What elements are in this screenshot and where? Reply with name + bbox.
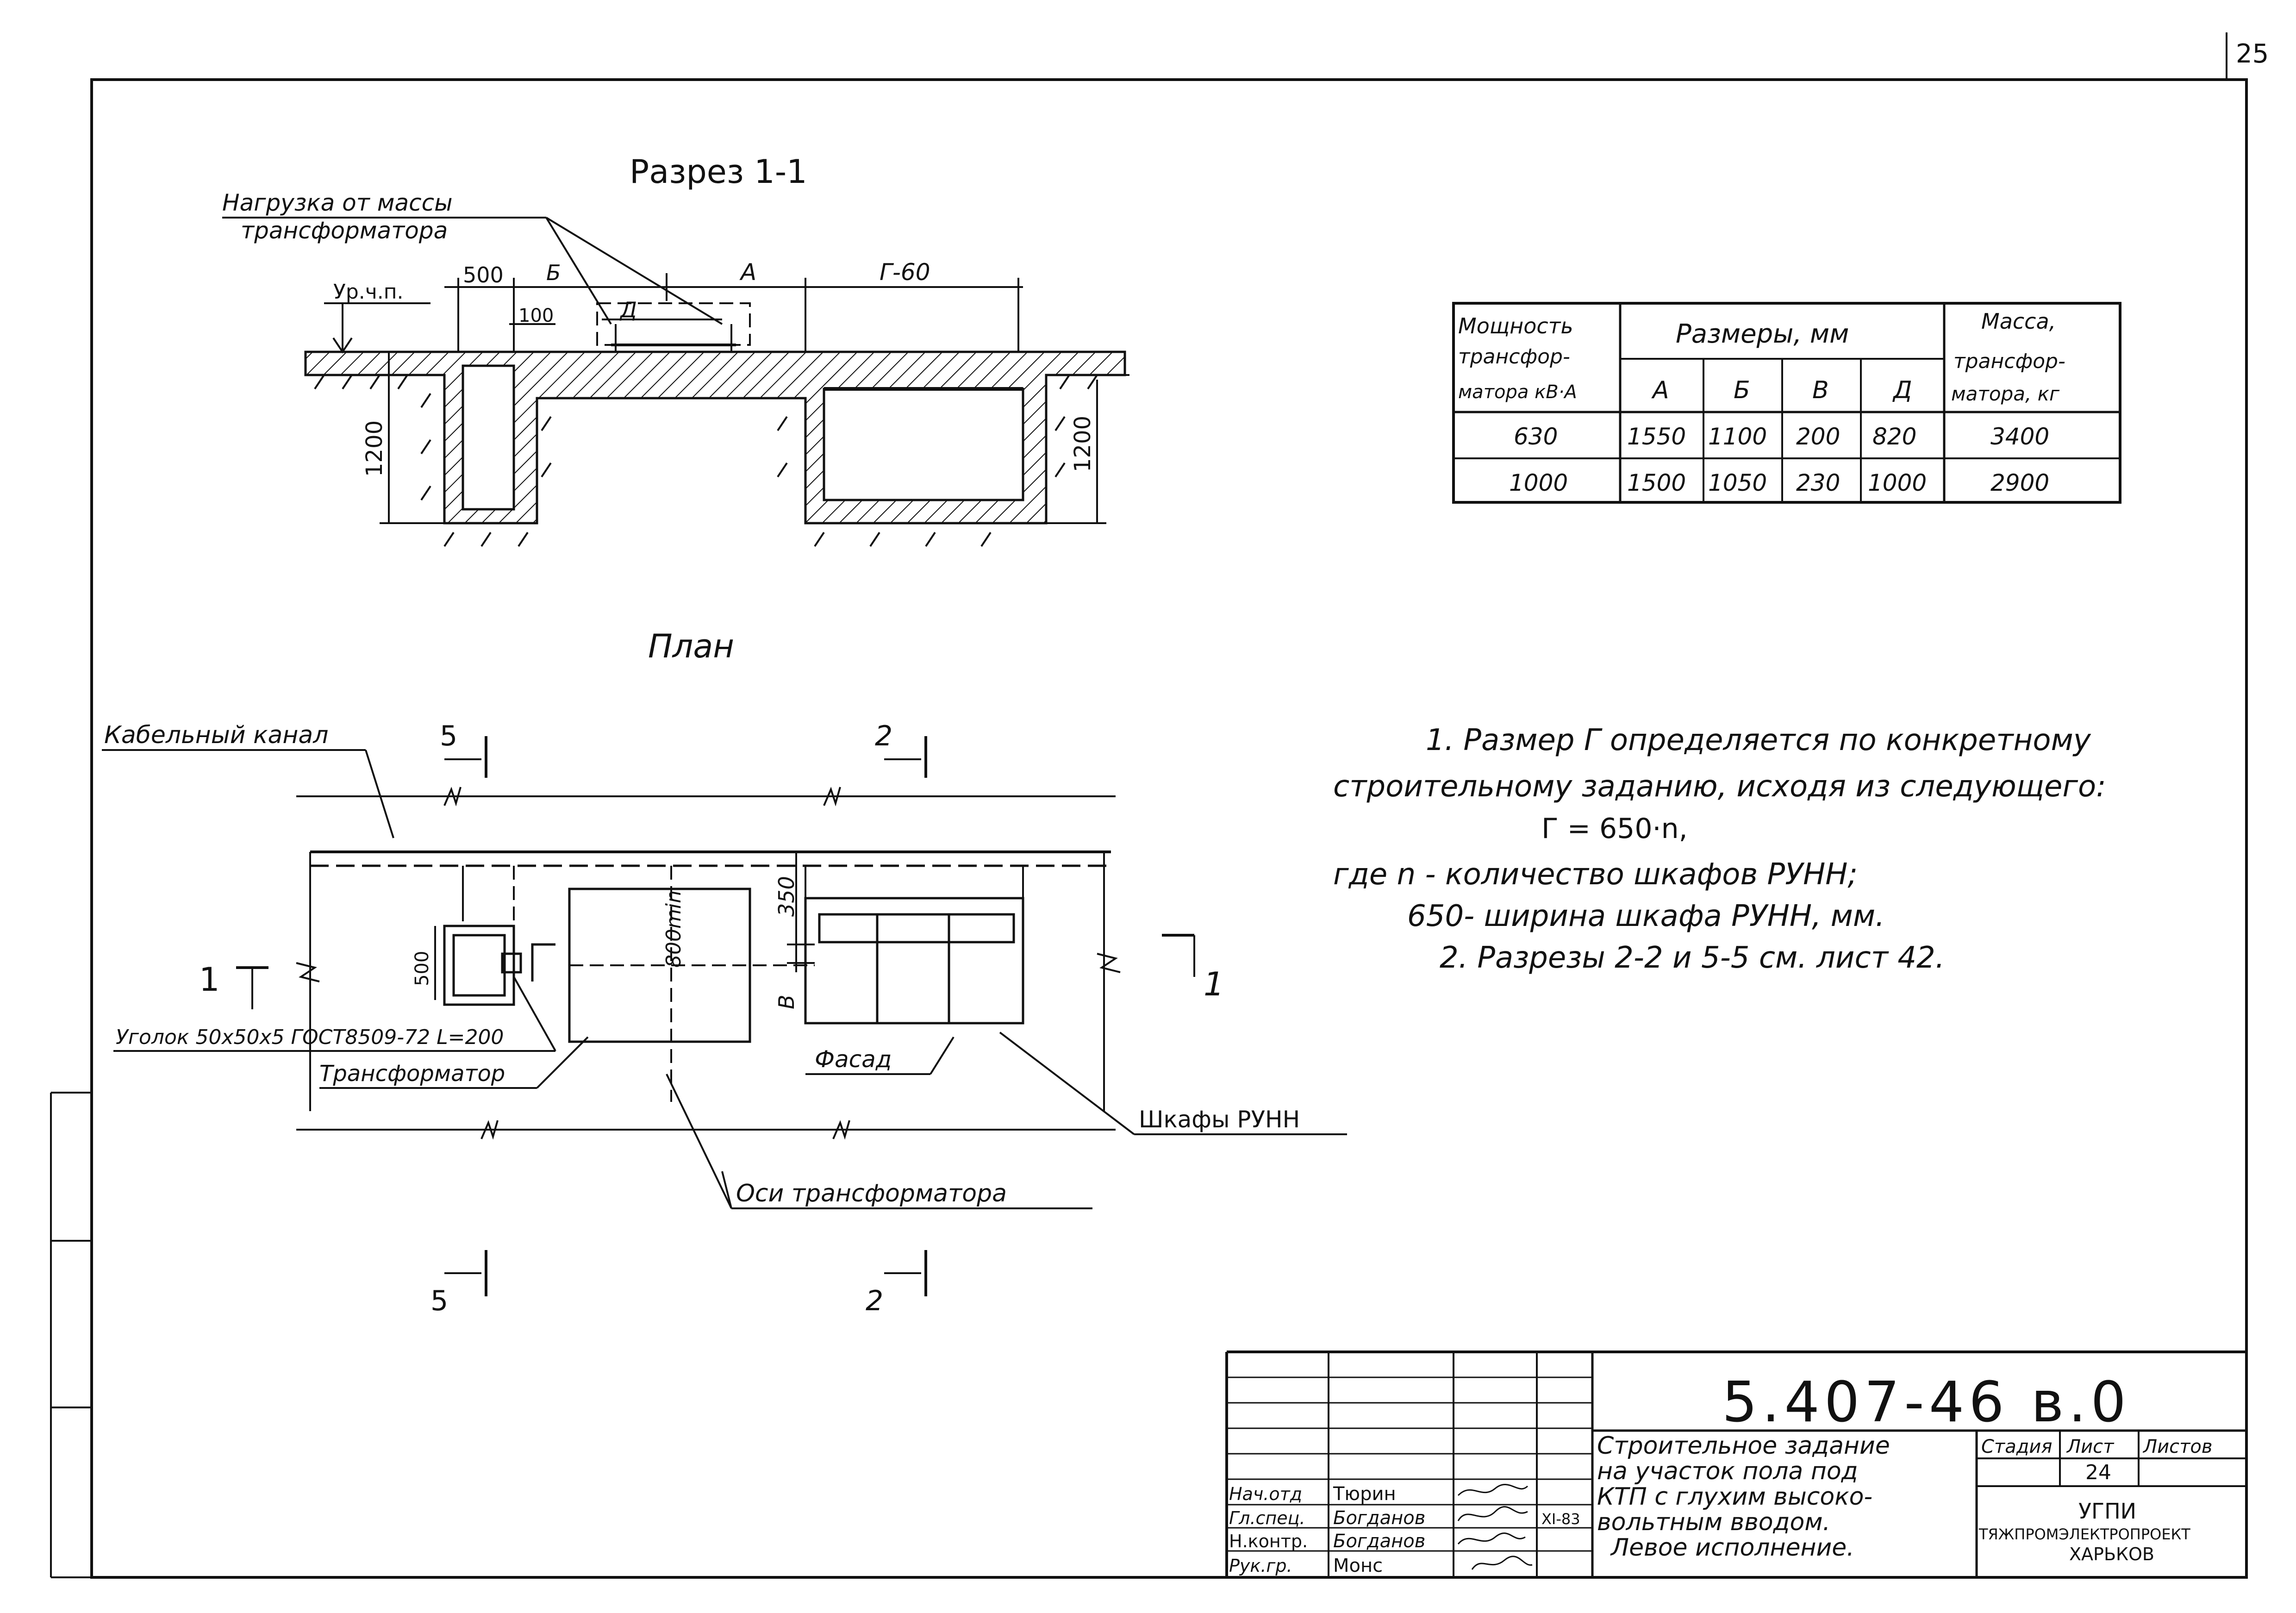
header-mass-3: матора, кг bbox=[1951, 382, 2060, 405]
dim-d: Д bbox=[619, 297, 637, 322]
cut-5-bottom: 5 bbox=[430, 1285, 448, 1317]
plan-view: План bbox=[102, 627, 1347, 1317]
cabinets-label: Шкафы РУНН bbox=[1139, 1106, 1300, 1133]
cut-5-top: 5 bbox=[440, 720, 457, 752]
pit-section bbox=[823, 388, 1024, 501]
handwritten-signatures bbox=[1457, 1484, 1533, 1570]
note-3: Г = 650·n, bbox=[1541, 813, 1688, 845]
header-mass-1: Масса, bbox=[1981, 309, 2056, 334]
col-a: А bbox=[1651, 376, 1669, 404]
row1-d: 820 bbox=[1872, 423, 1916, 450]
cut-2-bottom: 2 bbox=[866, 1285, 883, 1317]
sig-role-3: Н.контр. bbox=[1229, 1531, 1308, 1551]
sizes-table: Мощность трансфор- матора кВ·А Размеры, … bbox=[1452, 302, 2121, 504]
dim-500-plan: 500 bbox=[412, 951, 433, 986]
org-line-2: ТЯЖПРОМЭЛЕКТРОПРОЕКТ bbox=[1978, 1525, 2190, 1543]
dim-1200-right: 1200 bbox=[1070, 416, 1096, 472]
stage-label: Стадия bbox=[1981, 1436, 2052, 1457]
title-block: 5.407-46 в.0 Строительное задание на уча… bbox=[1225, 1350, 2246, 1577]
cut-2-top: 2 bbox=[875, 720, 892, 752]
notes: 1. Размер Г определяется по конкретному … bbox=[1333, 723, 2106, 975]
document-code: 5.407-46 в.0 bbox=[1722, 1370, 2131, 1435]
dim-g60: Г-60 bbox=[880, 259, 930, 286]
col-v: В bbox=[1812, 376, 1829, 404]
cable-channel-section bbox=[462, 364, 515, 511]
load-leaders bbox=[222, 217, 723, 325]
row2-b: 1050 bbox=[1708, 469, 1767, 496]
note-5: 650- ширина шкафа РУНН, мм. bbox=[1407, 899, 1885, 933]
sig-date: XI-83 bbox=[1541, 1510, 1580, 1528]
angle-steel bbox=[443, 925, 555, 1006]
sig-role-4: Рук.гр. bbox=[1229, 1556, 1292, 1576]
header-power-3: матора кВ·А bbox=[1458, 381, 1577, 403]
header-sizes: Размеры, мм bbox=[1676, 319, 1849, 349]
desc-line-1: Строительное задание bbox=[1597, 1432, 1890, 1460]
note-2: строительному заданию, исходя из следующ… bbox=[1333, 769, 2106, 804]
col-b: Б bbox=[1734, 376, 1750, 404]
row2-mass: 2900 bbox=[1990, 469, 2049, 496]
dim-800min: 800min bbox=[662, 890, 686, 968]
transformer-label: Трансформатор bbox=[319, 1061, 505, 1087]
dim-350: 350 bbox=[774, 876, 799, 917]
sig-name-2: Богданов bbox=[1333, 1507, 1425, 1529]
sheet-number: 24 bbox=[2085, 1461, 2111, 1484]
dimension-chain bbox=[444, 273, 1023, 352]
note-6: 2. Разрезы 2-2 и 5-5 см. лист 42. bbox=[1440, 941, 1945, 975]
dim-b: Б bbox=[546, 260, 561, 285]
dim-1200-left: 1200 bbox=[362, 420, 387, 477]
org-line-1: УГПИ bbox=[2078, 1499, 2136, 1524]
note-1: 1. Размер Г определяется по конкретному bbox=[1426, 723, 2091, 757]
axes-label: Оси трансформатора bbox=[736, 1180, 1007, 1207]
row1-a: 1550 bbox=[1627, 423, 1686, 450]
desc-line-3: КТП с глухим высоко- bbox=[1597, 1483, 1872, 1511]
cabinets-runn bbox=[804, 897, 1024, 1025]
row1-power: 630 bbox=[1514, 423, 1558, 450]
header-mass-2: трансфор- bbox=[1953, 350, 2065, 373]
note-4: где n - количество шкафов РУНН; bbox=[1333, 857, 1858, 892]
row2-d: 1000 bbox=[1868, 469, 1927, 496]
row2-power: 1000 bbox=[1509, 469, 1568, 496]
load-label-line1: Нагрузка от массы bbox=[222, 189, 453, 216]
sheet-label: Лист bbox=[2066, 1436, 2115, 1457]
header-power-1: Мощность bbox=[1458, 313, 1573, 338]
header-power-2: трансфор- bbox=[1458, 345, 1570, 369]
dim-100: 100 bbox=[518, 305, 554, 326]
sig-name-1: Тюрин bbox=[1333, 1483, 1396, 1505]
section-1-1: Разрез 1-1 bbox=[222, 153, 1129, 547]
row1-mass: 3400 bbox=[1990, 423, 2049, 450]
sig-name-4: Монс bbox=[1333, 1555, 1383, 1576]
cut-1-left: 1 bbox=[199, 961, 220, 999]
ground-marks bbox=[306, 374, 1129, 547]
sig-role-1: Нач.отд bbox=[1229, 1484, 1302, 1504]
row2-a: 1500 bbox=[1627, 469, 1686, 496]
floor-level-label: Ур.ч.п. bbox=[333, 280, 403, 304]
page-number: 25 bbox=[2236, 39, 2269, 69]
row2-v: 230 bbox=[1796, 469, 1840, 496]
dim-v: В bbox=[774, 994, 799, 1009]
drawing-frame bbox=[50, 32, 2248, 1579]
section-title: Разрез 1-1 bbox=[630, 153, 807, 191]
desc-line-2: на участок пола под bbox=[1597, 1457, 1858, 1485]
facade-label: Фасад bbox=[815, 1046, 892, 1073]
angle-label: Уголок 50х50х5 ГОСТ8509-72 L=200 bbox=[116, 1025, 504, 1049]
sig-role-2: Гл.спец. bbox=[1229, 1508, 1305, 1528]
col-d: Д bbox=[1892, 376, 1912, 404]
row1-v: 200 bbox=[1796, 423, 1840, 450]
dim-500: 500 bbox=[463, 263, 504, 288]
desc-line-4: вольтным вводом. bbox=[1597, 1508, 1830, 1536]
sheets-label: Листов bbox=[2142, 1436, 2212, 1457]
sig-name-3: Богданов bbox=[1333, 1531, 1425, 1552]
org-line-3: ХАРЬКОВ bbox=[2069, 1544, 2154, 1564]
load-label-line2: трансформатора bbox=[241, 217, 448, 244]
row1-b: 1100 bbox=[1708, 423, 1767, 450]
cable-channel-label: Кабельный канал bbox=[104, 721, 328, 749]
cut-1-right: 1 bbox=[1204, 965, 1224, 1003]
desc-line-5: Левое исполнение. bbox=[1610, 1534, 1854, 1562]
plan-title: План bbox=[648, 627, 734, 665]
dim-a: А bbox=[739, 259, 756, 286]
